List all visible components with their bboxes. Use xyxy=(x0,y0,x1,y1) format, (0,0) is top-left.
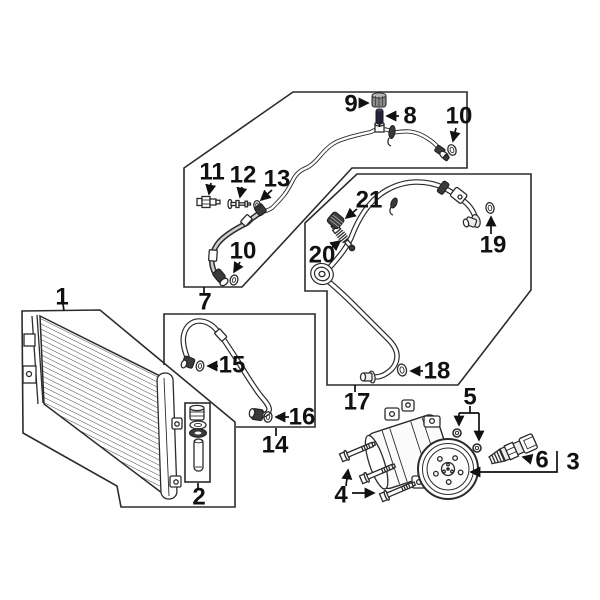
callout-13: 13 xyxy=(264,166,291,193)
o-ring-16 xyxy=(263,411,273,423)
callout-1: 1 xyxy=(55,284,68,311)
callout-18: 18 xyxy=(424,358,451,385)
callout-3: 3 xyxy=(566,449,579,476)
valve-core-8 xyxy=(375,108,384,127)
tube-end-fitting xyxy=(434,144,450,162)
box-receiver-drier xyxy=(184,402,211,483)
callout-10a: 10 xyxy=(446,103,473,130)
callout-7: 7 xyxy=(198,289,211,316)
callout-4: 4 xyxy=(334,482,348,509)
suction-bottom-fitting xyxy=(359,370,376,384)
suction-end-fitting xyxy=(449,186,481,228)
callout-15: 15 xyxy=(219,352,246,379)
mount-bolt-3 xyxy=(378,481,417,503)
callout-19: 19 xyxy=(480,232,507,259)
callout-8: 8 xyxy=(403,103,416,130)
o-ring-18 xyxy=(396,363,408,377)
pressure-valve-6 xyxy=(488,433,538,465)
callout-5: 5 xyxy=(463,384,476,411)
box-suction-hose xyxy=(304,173,532,386)
compressor-drawing xyxy=(364,399,479,500)
suction-hose-drawing xyxy=(310,179,495,384)
callout-16: 16 xyxy=(289,404,316,431)
mount-bolt-1 xyxy=(338,441,377,463)
mount-bolt-2 xyxy=(358,463,397,485)
callout-9: 9 xyxy=(344,91,357,118)
o-ring-5a xyxy=(452,428,462,438)
box-jumper-hose xyxy=(163,313,316,428)
callout-6: 6 xyxy=(535,447,548,474)
valve-core-12 xyxy=(227,198,252,210)
hose-ferrule xyxy=(436,180,450,195)
callout-10b: 10 xyxy=(230,238,257,265)
callout-labels: 1 2 3 4 5 6 7 8 9 10 10 11 12 13 14 15 1… xyxy=(55,91,579,511)
callout-11: 11 xyxy=(199,159,224,186)
o-ring-5b xyxy=(472,443,482,453)
callout-20: 20 xyxy=(309,242,336,269)
jumper-hose-drawing xyxy=(180,318,273,423)
box-liquid-line xyxy=(183,91,468,288)
o-ring-10 xyxy=(447,144,457,156)
liquid-line-drawing xyxy=(196,92,457,287)
o-ring-19 xyxy=(485,202,495,214)
box-condenser xyxy=(21,309,236,508)
grommet-13 xyxy=(253,199,261,211)
receiver-drier-drawing xyxy=(189,404,207,472)
jumper-top-fitting xyxy=(180,355,196,369)
tube-clamp xyxy=(388,125,396,139)
condenser-drawing xyxy=(22,314,183,500)
jumper-bottom-fitting xyxy=(248,407,264,422)
clutch-pulley xyxy=(417,438,479,500)
callout-14: 14 xyxy=(262,432,289,459)
callout-12: 12 xyxy=(230,162,257,189)
sensor-11 xyxy=(196,195,221,209)
callout-21: 21 xyxy=(356,187,383,214)
hose-eyelet xyxy=(310,262,334,286)
callout-2: 2 xyxy=(192,484,205,511)
leader-lines xyxy=(62,97,558,499)
hose-clamp xyxy=(390,197,398,209)
callout-17: 17 xyxy=(344,389,371,416)
o-ring-15 xyxy=(195,360,205,372)
cap-21 xyxy=(326,211,345,230)
cap-9 xyxy=(371,92,387,108)
